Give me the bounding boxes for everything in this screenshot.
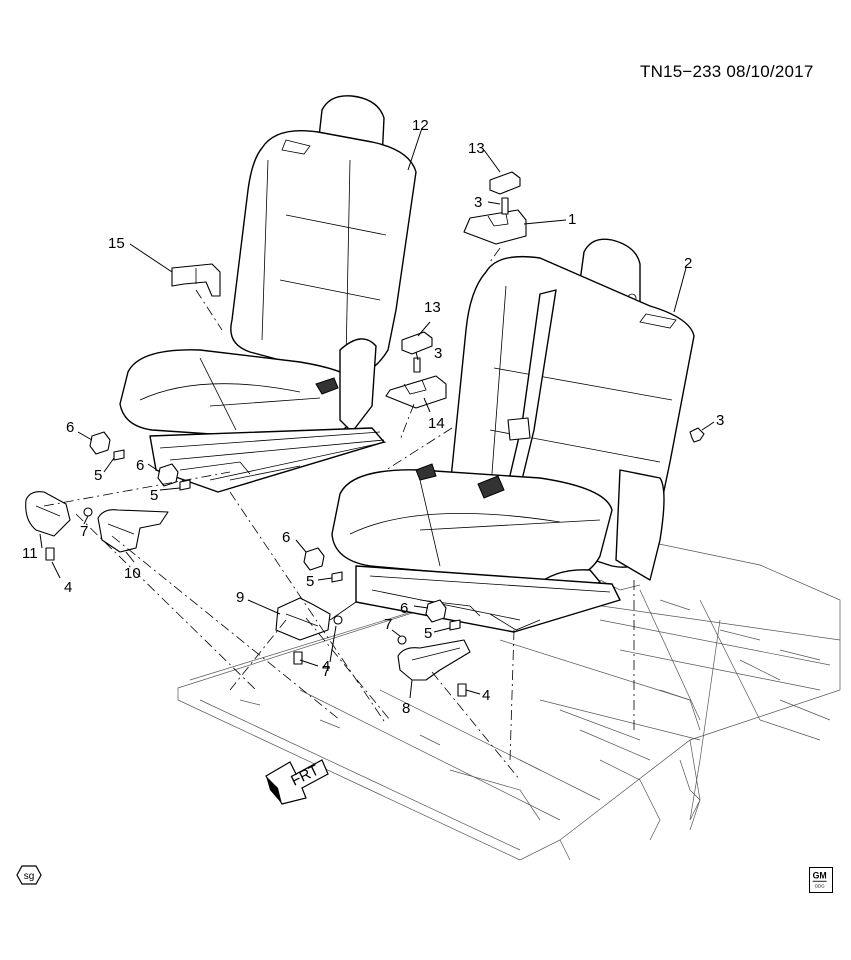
- part-9-cover: [275, 597, 331, 641]
- callout-4c: 4: [482, 687, 490, 704]
- part-6-bumper-2: [157, 463, 179, 487]
- callout-6c: 6: [282, 529, 290, 546]
- callout-5d: 5: [424, 625, 432, 642]
- alignment-lines: [43, 247, 635, 781]
- callout-10: 10: [124, 565, 141, 582]
- callout-11: 11: [22, 545, 38, 562]
- callout-6b: 6: [136, 457, 144, 474]
- floor-pan: [177, 539, 841, 861]
- callout-4a: 4: [64, 579, 72, 596]
- part-3-bolt-upper: [501, 197, 509, 215]
- part-6-bumper-3: [303, 547, 325, 571]
- callout-3c: 3: [716, 412, 724, 429]
- part-1-bracket: [463, 209, 527, 245]
- part-3-bolt-right: [689, 427, 705, 443]
- callout-9: 9: [236, 589, 244, 606]
- callout-8: 8: [402, 700, 410, 717]
- callout-14: 14: [428, 415, 445, 432]
- leader-lines: [39, 127, 715, 699]
- callout-13a: 13: [468, 140, 485, 157]
- right-seat-assembly: [329, 238, 695, 633]
- part-15-bracket: [171, 263, 221, 297]
- part-5-bolts: [113, 449, 461, 631]
- callout-3b: 3: [434, 345, 442, 362]
- left-seat-assembly: [119, 95, 417, 493]
- callout-6a: 6: [66, 419, 74, 436]
- callout-5b: 5: [150, 487, 158, 504]
- part-14-bracket: [385, 375, 447, 409]
- callout-12: 12: [412, 117, 429, 134]
- gm-logo-top: GM: [813, 871, 827, 881]
- part-13-upper-cover: [489, 171, 521, 195]
- part-10-cover: [97, 509, 169, 553]
- callout-7c: 7: [384, 616, 392, 633]
- part-11-cover: [25, 491, 71, 537]
- callout-3a: 3: [474, 194, 482, 211]
- part-6-bumper-4: [425, 599, 447, 623]
- callout-15: 15: [108, 235, 125, 252]
- sg-badge: sg: [16, 865, 42, 885]
- part-3-bolt-middle: [413, 357, 421, 373]
- sg-label: sg: [24, 871, 35, 882]
- part-4-clips: [45, 547, 467, 697]
- part-6-bumper-1: [89, 431, 111, 455]
- diagram-reference-id: TN15−233 08/10/2017: [640, 62, 814, 81]
- front-direction-arrow: FRT: [265, 759, 329, 805]
- callout-6d: 6: [400, 600, 408, 617]
- part-13-lower-cover: [401, 331, 433, 355]
- callout-5c: 5: [306, 573, 314, 590]
- callout-labels: 1 2 3 3 3 4 4 4 5 5 5 5 6 6 6 6 7 7 7 8 …: [22, 117, 724, 717]
- callout-2: 2: [684, 255, 692, 272]
- callout-4b: 4: [322, 658, 330, 675]
- callout-7b: 7: [322, 663, 330, 680]
- gm-logo-bottom: ODG: [815, 883, 826, 888]
- gm-logo: GM ODG: [809, 867, 833, 893]
- part-7-nuts: [83, 507, 407, 645]
- callout-7a: 7: [80, 523, 88, 540]
- part-8-cover: [397, 639, 471, 681]
- callout-5a: 5: [94, 467, 102, 484]
- callout-13b: 13: [424, 299, 441, 316]
- callout-1: 1: [568, 211, 576, 228]
